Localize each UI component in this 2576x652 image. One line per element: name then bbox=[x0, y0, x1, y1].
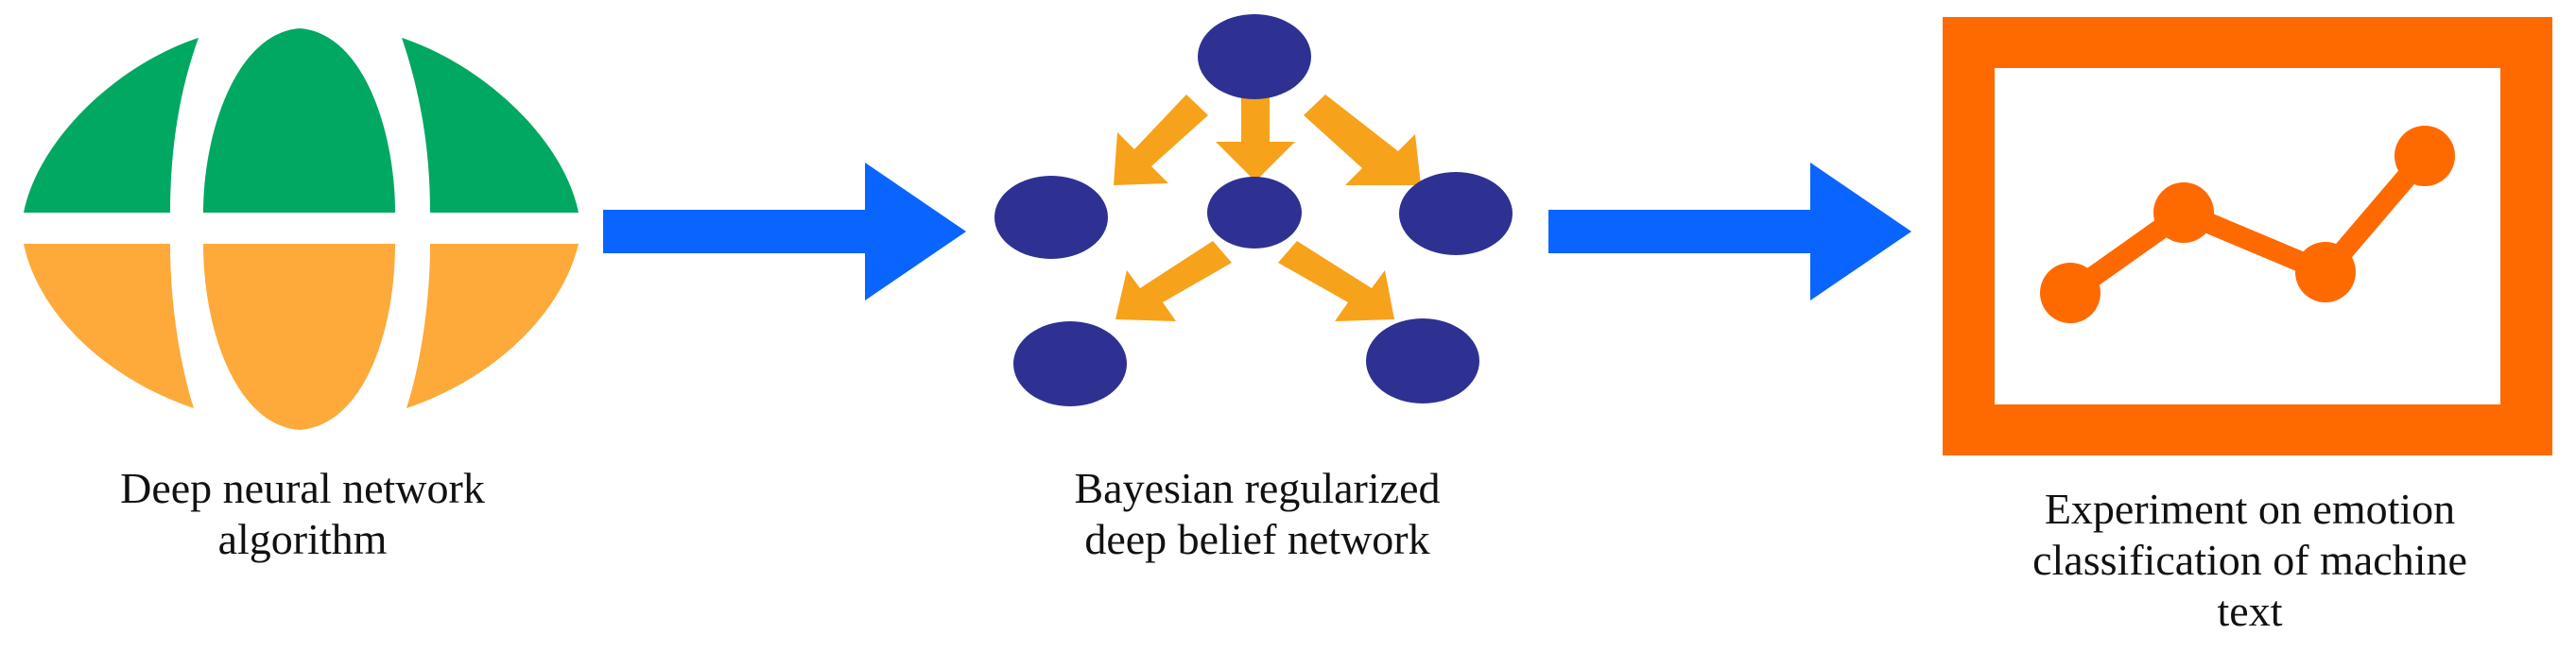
stage-label-bayesian-dbn: Bayesian regularized deep belief network bbox=[964, 463, 1550, 565]
node-arrow-down-right bbox=[1304, 94, 1421, 185]
node-arrow-lower-right bbox=[1278, 241, 1394, 321]
stage-label-line: algorithm bbox=[217, 515, 388, 563]
node-arrow-down bbox=[1216, 94, 1295, 181]
network-node-right bbox=[1399, 172, 1513, 255]
chart-frame bbox=[1943, 17, 2552, 455]
globe-segment-bottom-middle bbox=[203, 244, 395, 430]
chart-point-4 bbox=[2394, 126, 2455, 186]
globe-segment-top-left bbox=[24, 38, 199, 213]
stage-label-line: Experiment on emotion bbox=[2044, 485, 2456, 533]
globe-segment-top-right bbox=[402, 38, 579, 213]
chart-point-1 bbox=[2040, 263, 2101, 323]
node-arrow-lower-left bbox=[1115, 241, 1232, 321]
stage-label-emotion-experiment: Experiment on emotion classification of … bbox=[1928, 484, 2571, 637]
node-arrow-down-left bbox=[1114, 94, 1208, 185]
network-node-bottom-left bbox=[1013, 321, 1127, 406]
stage-label-line: Bayesian regularized bbox=[1074, 464, 1441, 512]
network-node-center bbox=[1207, 177, 1302, 249]
network-graph-icon bbox=[994, 14, 1513, 406]
stage-label-line: classification of machine bbox=[2032, 536, 2467, 584]
chart-point-2 bbox=[2153, 182, 2214, 243]
line-chart-icon bbox=[1943, 17, 2552, 455]
chart-point-3 bbox=[2295, 242, 2356, 302]
stage-label-deep-neural-network: Deep neural network algorithm bbox=[19, 463, 586, 565]
flow-arrow-1 bbox=[603, 163, 966, 300]
network-node-bottom-right bbox=[1366, 318, 1479, 403]
flow-arrow-2 bbox=[1548, 163, 1911, 300]
chart-line bbox=[2064, 148, 2433, 301]
globe-segment-top-middle bbox=[203, 28, 395, 213]
stage-label-line: Deep neural network bbox=[120, 464, 485, 512]
network-node-left bbox=[994, 176, 1108, 259]
globe-icon bbox=[24, 28, 579, 430]
network-node-top bbox=[1198, 14, 1311, 99]
stage-label-line: text bbox=[2217, 587, 2283, 635]
stage-label-line: deep belief network bbox=[1084, 515, 1430, 563]
globe-segment-bottom-left bbox=[24, 244, 194, 408]
globe-segment-bottom-right bbox=[406, 244, 579, 408]
